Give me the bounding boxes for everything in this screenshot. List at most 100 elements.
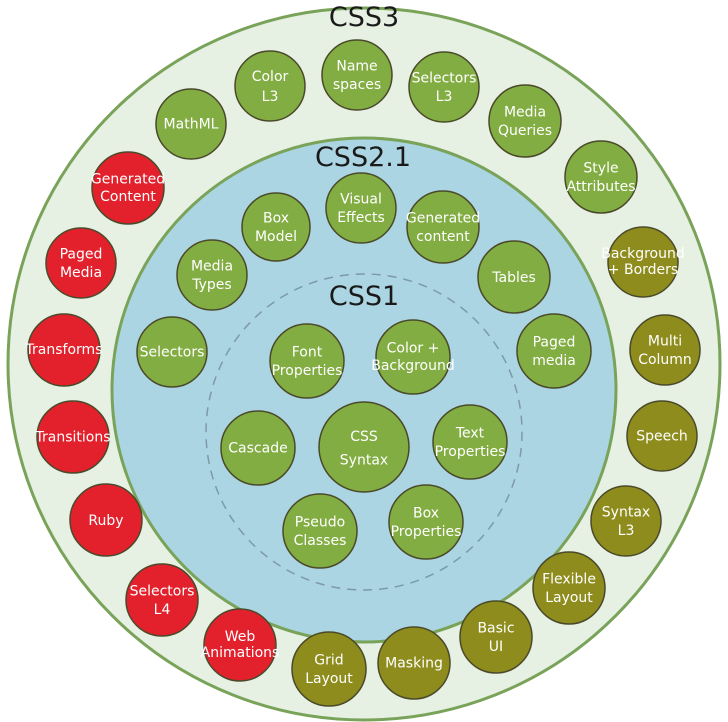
node-circle-generated-content-21 xyxy=(406,190,480,264)
node-label-pseudo-classes-0: Pseudo xyxy=(295,514,345,530)
node-label-web-animations-1: Animations xyxy=(201,645,280,661)
node-label-color-background-0: Color + xyxy=(387,341,440,357)
node-circle-box-model xyxy=(241,192,311,262)
node-transforms: Transforms xyxy=(25,313,103,387)
node-label-media-queries-1: Queries xyxy=(498,123,552,139)
node-label-flexible-layout-1: Layout xyxy=(545,590,593,606)
node-label-background-borders-1: + Borders xyxy=(608,262,678,278)
node-circle-ruby xyxy=(69,483,143,557)
node-label-box-properties-1: Properties xyxy=(391,524,462,540)
node-label-background-borders-0: Background xyxy=(601,246,685,262)
node-label-box-model-0: Box xyxy=(263,210,289,226)
node-label-syntax-l3-0: Syntax xyxy=(602,504,650,520)
node-label-media-queries-0: Media xyxy=(504,104,546,120)
node-label-transforms-0: Transforms xyxy=(25,342,103,358)
node-mathml: MathML xyxy=(155,88,227,160)
node-label-selectors-l3-1: L3 xyxy=(436,89,453,105)
node-circle-media-types xyxy=(176,239,248,311)
node-circle-cascade xyxy=(220,410,296,486)
node-background-borders: Background+ Borders xyxy=(601,226,685,298)
node-cascade: Cascade xyxy=(220,410,296,486)
node-circle-box-properties xyxy=(388,484,464,560)
node-circle-syntax-l3 xyxy=(590,485,662,557)
node-label-grid-layout-0: Grid xyxy=(314,652,343,668)
node-circle-grid-layout xyxy=(291,631,367,707)
node-label-media-types-0: Media xyxy=(191,258,233,274)
node-circle-generated-content-3 xyxy=(91,151,165,225)
node-circle-selectors-l4 xyxy=(125,563,199,637)
node-circle-basic-ui xyxy=(459,600,533,674)
node-label-name-spaces-0: Name xyxy=(336,58,377,74)
node-label-multi-column-0: Multi xyxy=(648,333,682,349)
node-label-color-l3-1: L3 xyxy=(262,89,279,105)
node-label-paged-media-21-1: media xyxy=(532,353,576,369)
node-label-transitions-0: Transitions xyxy=(35,429,111,445)
node-label-box-model-1: Model xyxy=(255,229,297,245)
node-circle-background-borders xyxy=(607,226,679,298)
node-label-ruby-0: Ruby xyxy=(88,513,123,529)
node-label-selectors-l4-0: Selectors xyxy=(130,583,195,599)
node-label-selectors-l4-1: L4 xyxy=(154,602,171,618)
node-label-selectors-21-0: Selectors xyxy=(140,345,205,361)
node-label-paged-media-3-0: Paged xyxy=(60,246,103,262)
node-label-cascade-0: Cascade xyxy=(228,441,287,457)
node-label-generated-content-21-1: content xyxy=(416,229,470,245)
node-circle-transitions xyxy=(36,400,110,474)
node-label-syntax-l3-1: L3 xyxy=(618,523,635,539)
node-circle-color-background xyxy=(375,319,451,395)
node-circle-css-syntax xyxy=(318,401,410,493)
node-circle-selectors-l3 xyxy=(408,51,480,123)
node-label-css-syntax-1: Syntax xyxy=(340,452,388,468)
node-label-visual-effects-1: Effects xyxy=(337,210,385,226)
node-circle-multi-column xyxy=(629,314,701,386)
node-circle-pseudo-classes xyxy=(282,493,358,569)
node-label-visual-effects-0: Visual xyxy=(340,191,382,207)
node-circle-visual-effects xyxy=(325,172,397,244)
node-label-pseudo-classes-1: Classes xyxy=(294,533,347,549)
node-selectors-21: Selectors xyxy=(136,316,208,388)
node-label-text-properties-1: Properties xyxy=(435,444,506,460)
node-circle-web-animations xyxy=(203,608,277,682)
node-label-generated-content-21-0: Generated xyxy=(406,210,480,226)
node-generated-content-21: Generated content xyxy=(406,190,480,264)
node-circle-text-properties xyxy=(432,404,508,480)
node-label-name-spaces-1: spaces xyxy=(333,77,381,93)
node-label-basic-ui-0: Basic xyxy=(477,620,514,636)
node-circle-paged-media-3 xyxy=(45,227,117,299)
node-circle-speech xyxy=(626,400,698,472)
node-circle-tables xyxy=(477,240,551,314)
node-label-color-background-1: Background xyxy=(371,358,455,374)
node-label-style-attributes-1: Attributes xyxy=(566,179,635,195)
node-label-box-properties-0: Box xyxy=(413,505,439,521)
node-name-spaces: Name spaces xyxy=(321,39,393,111)
css3-title: CSS3 xyxy=(329,2,399,33)
node-label-multi-column-1: Column xyxy=(638,352,692,368)
css1-ring xyxy=(205,273,523,591)
node-circle-masking xyxy=(377,626,451,700)
node-label-font-properties-1: Properties xyxy=(272,363,343,379)
node-label-masking-0: Masking xyxy=(385,656,443,672)
node-circle-color-l3 xyxy=(234,50,306,122)
node-circle-style-attributes xyxy=(564,140,638,214)
node-tables: Tables xyxy=(477,240,551,314)
node-label-media-types-1: Types xyxy=(191,277,231,293)
node-label-font-properties-0: Font xyxy=(292,344,323,360)
node-circle-mathml xyxy=(155,88,227,160)
node-circle-paged-media-21 xyxy=(516,313,592,389)
node-label-style-attributes-0: Style xyxy=(583,160,618,176)
